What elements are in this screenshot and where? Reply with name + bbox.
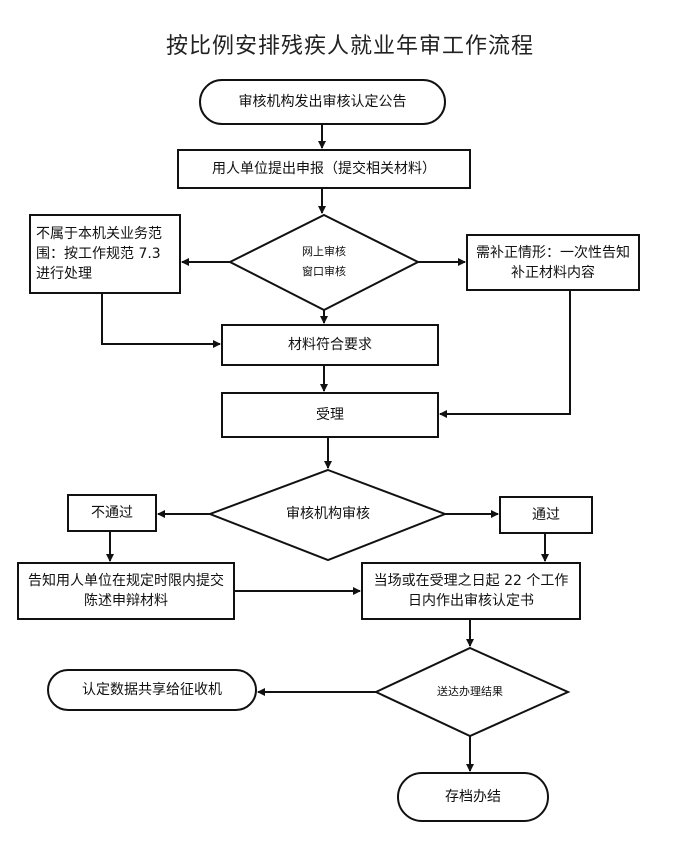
deliver-result-label: 送达办理结果 (437, 685, 503, 698)
need-supplement-box (466, 234, 640, 291)
arrow-supplement-to-accept (439, 290, 571, 418)
archive-label: 存档办结 (445, 789, 501, 805)
pass-label: 通过 (532, 507, 560, 523)
issue-certificate-label: 当场或在受理之日起 22 个工作日内作出审核认定书 (373, 573, 569, 609)
need-supplement-label: 需补正情形：一次性告知补正材料内容 (476, 244, 630, 281)
fail-label: 不通过 (91, 505, 133, 521)
share-data-label: 认定数据共享给征收机 (82, 682, 222, 698)
submit-box (177, 149, 471, 189)
out-of-scope-box (29, 214, 181, 294)
accept-box (221, 392, 439, 438)
online-review-label: 网上审核 (302, 245, 346, 258)
notify-defense-label: 告知用人单位在规定时限内提交陈述申辩材料 (28, 573, 224, 609)
accept-label: 受理 (316, 407, 344, 423)
start-node-label: 审核机构发出审核认定公告 (238, 94, 407, 110)
meets-requirement-label: 材料符合要求 (288, 337, 372, 353)
window-review-label: 窗口审核 (302, 265, 346, 278)
page-title: 按比例安排残疾人就业年审工作流程 (165, 34, 534, 59)
arrow-out-of-scope-to-meets (101, 293, 221, 348)
institution-review-label: 审核机构审核 (286, 506, 370, 522)
share-data-node (47, 669, 257, 711)
out-of-scope-label: 不属于本机关业务范围：按工作规范 7.3 进行处理 (36, 226, 162, 282)
meets-requirement-box (221, 324, 439, 366)
submit-box-label: 用人单位提出申报（提交相关材料） (212, 161, 436, 177)
archive-node (397, 772, 549, 822)
institution-review-decision (207, 468, 448, 562)
fail-box (67, 494, 157, 532)
